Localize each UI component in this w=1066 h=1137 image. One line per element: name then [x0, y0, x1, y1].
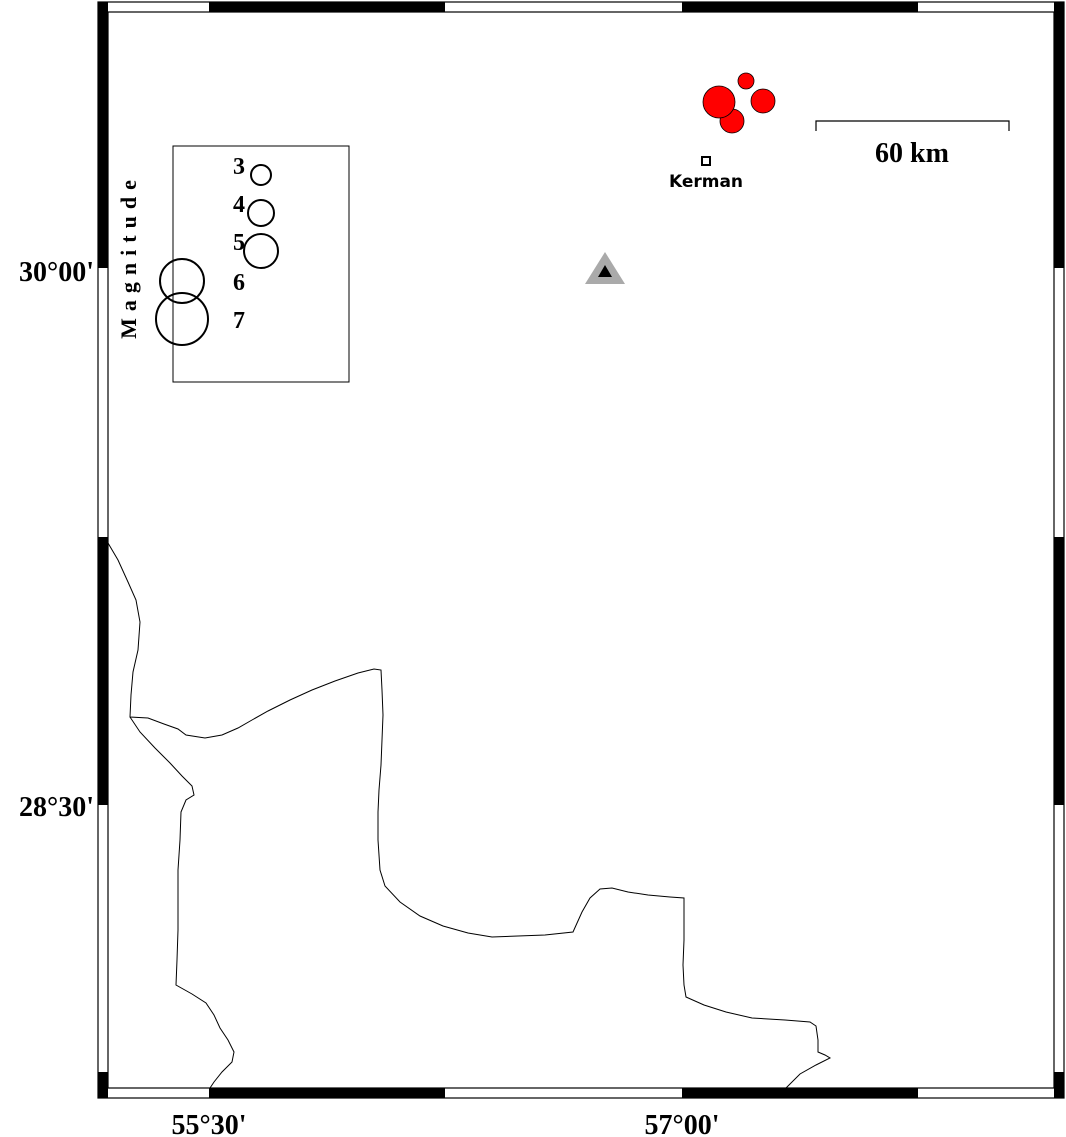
- earthquake-event: [750, 88, 776, 114]
- city-label: Kerman: [669, 172, 743, 192]
- legend-size-label: 7: [233, 308, 245, 334]
- lon-tick-label: 55°30': [172, 1110, 247, 1137]
- earthquake-events: [702, 72, 776, 134]
- lat-tick-label: 30°00': [19, 257, 94, 288]
- scale-bar: 60 km: [815, 120, 1010, 169]
- legend-circle: [159, 258, 205, 304]
- map-frame: [97, 1, 1065, 1099]
- legend-circle: [247, 199, 275, 227]
- lon-tick-label: 57°00': [645, 1110, 720, 1137]
- earthquake-event: [702, 85, 736, 119]
- legend-size-label: 5: [233, 230, 245, 256]
- earthquake-event: [737, 72, 755, 90]
- lat-tick-label: 28°30': [19, 792, 94, 823]
- legend-circle: [243, 233, 279, 269]
- magnitude-legend: Magnitude 3 4 5 6 7: [116, 145, 350, 383]
- legend-title: Magnitude: [116, 173, 141, 339]
- scale-bar-label: 60 km: [875, 138, 949, 169]
- coastline: [129, 716, 235, 1089]
- legend-size-label: 4: [233, 192, 245, 218]
- station: [585, 252, 625, 284]
- city-marker-square: [701, 156, 711, 166]
- legend-size-label: 6: [233, 270, 245, 296]
- legend-size-label: 3: [233, 154, 245, 180]
- station-inner-triangle-icon: [598, 265, 612, 277]
- legend-circle: [250, 164, 272, 186]
- coastline: [107, 542, 832, 1089]
- legend-circle: [155, 292, 209, 346]
- city-kerman: Kerman: [669, 156, 743, 192]
